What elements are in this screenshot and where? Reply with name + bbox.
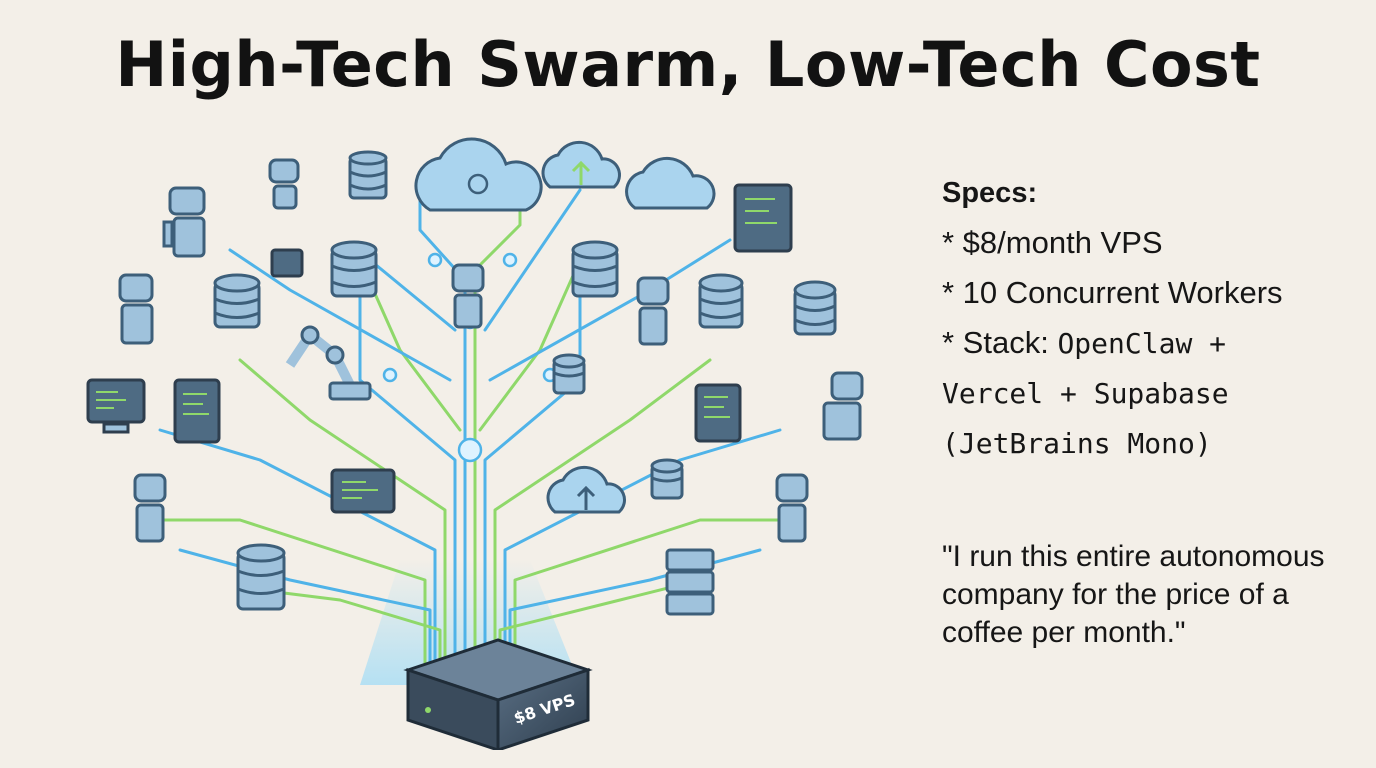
- robot-icon: [118, 273, 154, 345]
- spec-stack: * Stack: OpenClaw +: [942, 318, 1362, 369]
- monitor-icon: [86, 378, 146, 434]
- specs-panel: Specs: * $8/month VPS * 10 Concurrent Wo…: [942, 168, 1362, 469]
- robot-icon: [162, 186, 206, 258]
- database-icon: [571, 240, 619, 298]
- robot-icon: [268, 158, 300, 210]
- database-icon: [698, 273, 744, 329]
- cloud-icon: [414, 137, 543, 212]
- database-icon: [793, 280, 837, 336]
- database-icon: [330, 240, 378, 298]
- specs-heading: Specs:: [942, 177, 1038, 209]
- robot-icon: [133, 473, 167, 543]
- server-rack-icon: [665, 548, 715, 616]
- database-icons: [213, 150, 837, 611]
- database-icon: [213, 273, 261, 329]
- robot-icon: [636, 276, 670, 346]
- monitor-icon: [330, 468, 396, 514]
- robot-icon: [775, 473, 809, 543]
- cloud-upload-icon: [546, 465, 626, 514]
- spec-stack-mono: OpenClaw +: [1057, 327, 1227, 360]
- robot-icons: [118, 158, 864, 543]
- monitor-icons: [86, 183, 793, 514]
- spec-stack-label: * Stack:: [942, 325, 1058, 360]
- vps-server: $8 VPS: [403, 638, 593, 750]
- spec-stack-line3: (JetBrains Mono): [942, 427, 1212, 460]
- robot-arm-icon: [285, 325, 372, 401]
- database-icon: [552, 353, 586, 395]
- robot-icon: [822, 371, 864, 441]
- spec-workers: * 10 Concurrent Workers: [942, 275, 1283, 310]
- database-icon: [236, 543, 286, 611]
- cloud-icon: [625, 156, 716, 210]
- page-title: High-Tech Swarm, Low-Tech Cost: [115, 28, 1261, 101]
- quote-text: "I run this entire autonomous company fo…: [942, 540, 1325, 649]
- monitor-icon: [270, 248, 304, 278]
- monitor-icon: [694, 383, 742, 443]
- database-icon: [348, 150, 388, 200]
- monitor-icon: [173, 378, 221, 444]
- database-icon: [650, 458, 684, 500]
- spec-price: * $8/month VPS: [942, 225, 1163, 260]
- swarm-diagram: $8 VPS: [86, 137, 864, 750]
- cloud-upload-icon: [541, 140, 621, 189]
- monitor-icon: [733, 183, 793, 253]
- robot-icon: [451, 263, 485, 329]
- spec-stack-line2: Vercel + Supabase: [942, 377, 1229, 410]
